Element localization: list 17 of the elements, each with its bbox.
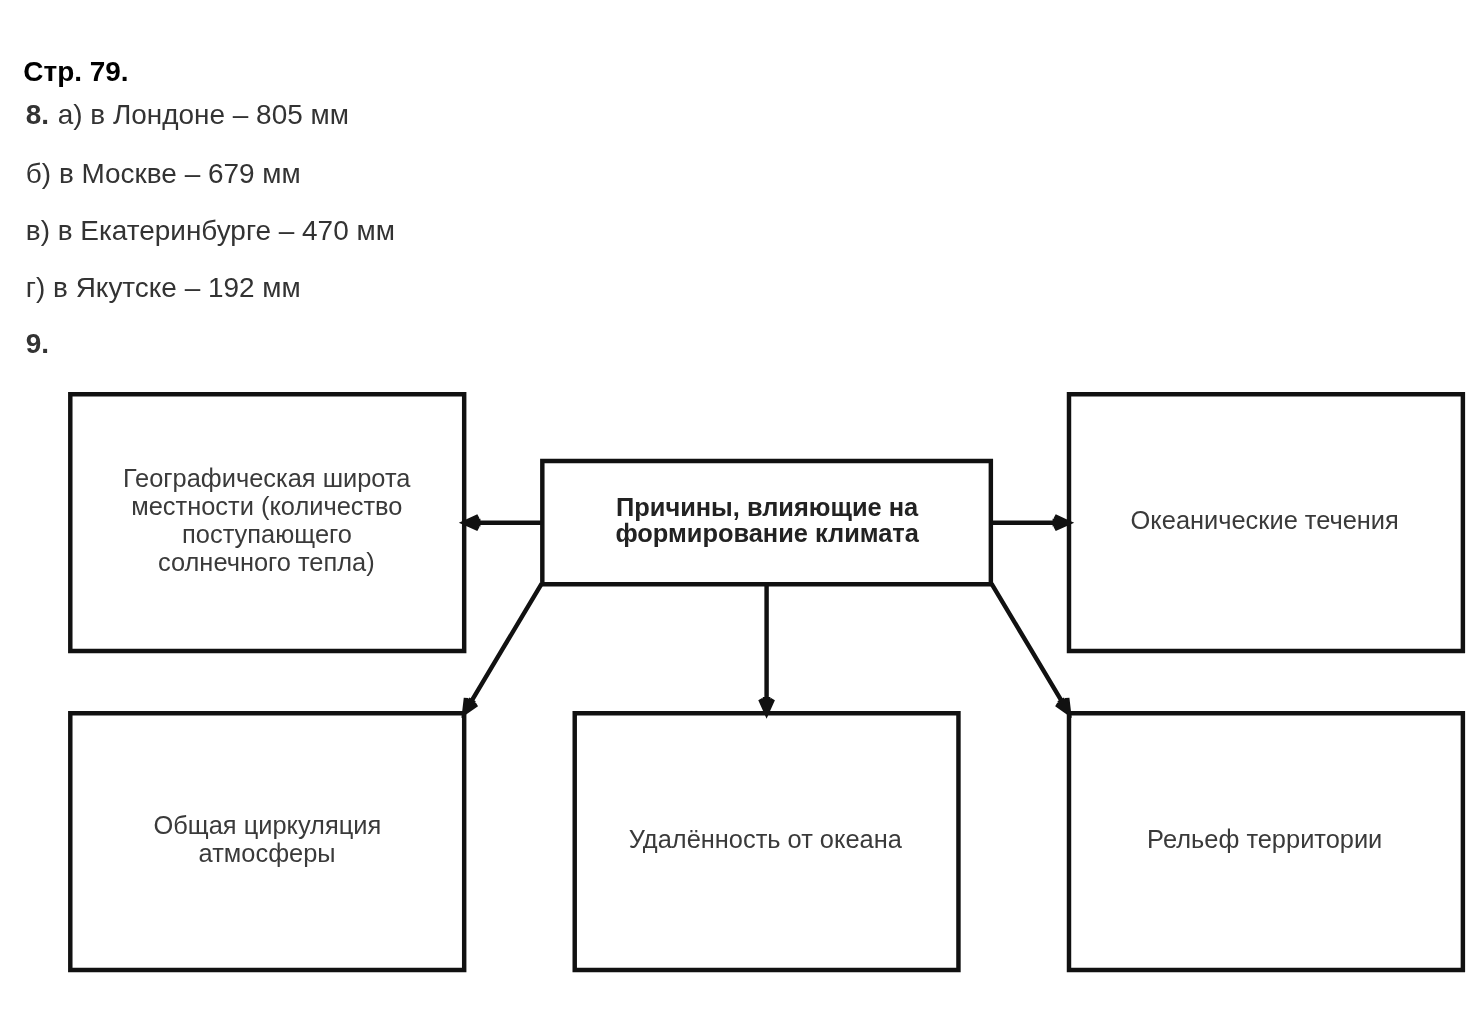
node-box: Географическая широта местности (количество поступающего солнечного тепла) (68, 392, 467, 654)
label: 9. (25, 328, 50, 360)
label: 8. а) в Лондоне – 805 мм (25, 99, 349, 131)
arrow (461, 582, 544, 716)
node-box: Удалённость от океана (572, 711, 961, 973)
label: г) в Якутске – 192 мм (25, 272, 301, 304)
diagram-title: Стр. 79. (23, 56, 129, 88)
node-box: Причины, влияющие на формирование климата (540, 458, 994, 587)
node-box: Океанические течения (1066, 392, 1466, 654)
arrow (462, 514, 543, 532)
node-box: Рельеф территории (1066, 711, 1466, 973)
arrow (990, 514, 1071, 532)
arrow (758, 583, 776, 716)
arrow (989, 582, 1072, 716)
label: б) в Москве – 679 мм (25, 157, 301, 189)
label: в) в Екатеринбурге – 470 мм (25, 215, 395, 247)
node-box: Общая циркуляция атмосферы (68, 711, 467, 973)
